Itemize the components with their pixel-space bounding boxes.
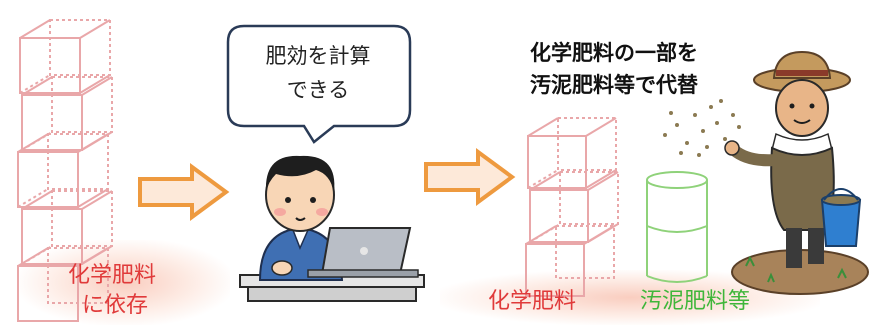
left-label-line1: 化学肥料 <box>68 263 157 288</box>
sludge-fertilizer-label: 汚泥肥料等 <box>640 289 751 314</box>
chemical-fertilizer-label: 化学肥料 <box>488 289 577 314</box>
speech-bubble-line1: 肥効を計算 <box>265 44 371 68</box>
left-label-line2: に依存 <box>82 293 149 318</box>
stacked-cubes-icon <box>525 117 619 297</box>
speech-bubble-line2: できる <box>286 78 350 102</box>
fertilizer-particles <box>663 99 741 157</box>
left-label-glow <box>20 240 230 325</box>
arrow-right-icon <box>138 163 230 221</box>
headline-line1: 化学肥料の一部を <box>530 41 698 65</box>
headline-line2: 汚泥肥料等で代替 <box>530 73 698 97</box>
arrow-right-icon <box>424 148 516 206</box>
stacked-cubes-icon <box>17 19 113 322</box>
speech-bubble-icon <box>226 24 412 144</box>
person-with-laptop-icon <box>239 155 425 302</box>
farmer-icon <box>724 50 869 295</box>
cylinder-icon <box>646 171 708 283</box>
